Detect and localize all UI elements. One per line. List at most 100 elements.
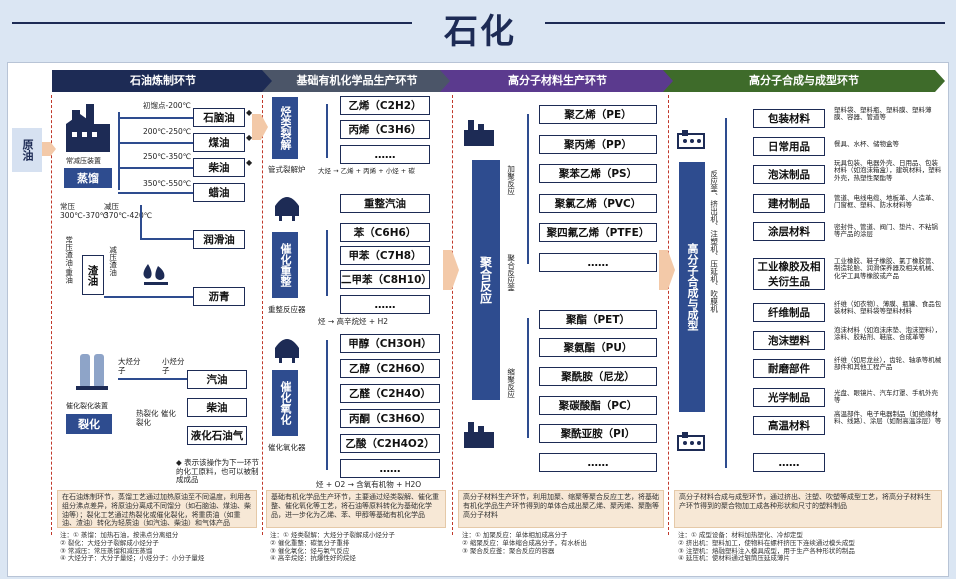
product-lubricant: 润滑油 — [193, 230, 245, 249]
oxidizer-icon — [275, 339, 299, 363]
forming-summary: 高分子材料合成与成型环节，通过挤出、注塑、吹塑等成型工艺，将高分子材料生产环节得… — [674, 490, 942, 528]
cond-poly-label: 缩聚反应 — [506, 368, 516, 398]
flow-line-asphalt — [104, 296, 193, 298]
oxy-methanol: 甲醇（CH3OH） — [340, 334, 440, 353]
polymer-note-3: ③ 聚合反应釜：聚合反应的容器 — [462, 546, 555, 555]
temp-2: 200℃-250℃ — [143, 127, 192, 136]
forming-label: 高分子合成与成型 — [686, 243, 699, 331]
add-poly-label: 加聚反应 — [506, 165, 516, 195]
use-product-wear: 耐磨部件 — [753, 359, 825, 378]
aromatic-benzene: 苯（C6H6） — [340, 223, 430, 242]
organic-note-4: ④ 高辛烷烃：抗爆性好的烷烃 — [270, 554, 356, 563]
polymer-note-2: ② 缩聚反应：单体缩合成高分子，有水析出 — [462, 538, 587, 547]
olefin-ethylene: 乙烯（C2H2） — [340, 96, 430, 115]
section-header-forming: 高分子合成与成型环节 — [663, 70, 945, 92]
refining-summary: 在石油炼制环节，蒸馏工艺通过加热原油至不同温度，利用各组分沸点差异，将原油分离成… — [57, 490, 257, 528]
section-header-polymer: 高分子材料生产环节 — [440, 70, 675, 92]
section-header-organic: 基础有机化学品生产环节 — [262, 70, 452, 92]
diamond-marker-3: ◆ — [246, 158, 253, 167]
flow-line-forming — [725, 118, 727, 468]
flow-line-lube — [140, 238, 193, 240]
title-rule-left — [12, 22, 412, 24]
cracking-unit-icon — [76, 354, 108, 390]
flow-line-distill — [118, 112, 120, 190]
polymerization-box: 聚合反应 — [472, 160, 500, 400]
crack-type-label: 热裂化 催化裂化 — [136, 409, 176, 427]
oxy-acetaldehyde: 乙醛（C2H4O） — [340, 384, 440, 403]
refining-note-3: ③ 常减压：常压蒸馏和减压蒸馏 — [60, 546, 153, 555]
use-product-high-temp: 高温材料 — [753, 416, 825, 435]
machine-icon-bottom — [677, 432, 705, 451]
small-mol-label: 小烃分子 — [162, 357, 185, 375]
flow-line-aromatic — [326, 230, 328, 296]
organic-notes: 注：① 烃类裂解：大烃分子裂解成小烃分子 ② 催化重整：碳氢分子重排 ③ 催化氧… — [270, 531, 450, 563]
refining-note-1: 注：① 蒸馏：加热石油，按沸点分离组分 — [60, 531, 179, 539]
use-product-fiber: 纤维制品 — [753, 303, 825, 322]
diamond-marker-1: ◆ — [246, 108, 253, 117]
organic-note-2: ② 催化重整：碳氢分子重排 — [270, 538, 350, 547]
use-desc-fiber: 纤维（如衣物）、薄膜、瓶罐、食品包装材料、塑料袋等塑料材料 — [834, 300, 942, 316]
process-cracking: 烃类裂解 — [272, 97, 298, 159]
process-cracking-label: 烃类裂解 — [279, 106, 292, 150]
crack-product-diesel: 柴油 — [187, 398, 247, 417]
add-product-ps: 聚苯乙烯（PS） — [539, 164, 657, 183]
refining-note-2: ② 裂化：大烃分子裂解成小烃分子 — [60, 538, 159, 547]
process-oxidation-label: 催化氧化 — [279, 381, 292, 425]
cracking-unit-label: 管式裂解炉 — [268, 165, 306, 174]
flow-line-t3 — [118, 167, 193, 169]
diamond-marker-2: ◆ — [246, 133, 253, 142]
oxid-equation: 烃 + O2 → 含氧有机物 + H2O — [316, 480, 422, 489]
use-product-building: 建材制品 — [753, 194, 825, 213]
use-desc-high-temp: 高温部件、电子电器制品（如绝缘材料、线路）、涂层（如耐高温涂层）等 — [834, 410, 942, 426]
use-desc-foam-plastic: 泡沫材料（如泡沫床垫、泡沫塑料），涂料、胶粘剂、鞋底、合成革等 — [834, 326, 942, 342]
flow-line-crack — [118, 378, 193, 380]
polymerization-label: 聚合反应 — [478, 256, 493, 304]
temp-4: 350℃-550℃ — [143, 179, 192, 188]
distill-box: 蒸馏 — [64, 168, 112, 188]
product-diesel: 柴油 — [193, 158, 245, 177]
flow-line-olefin — [326, 104, 328, 158]
residue-right-label: 减压渣油 — [108, 246, 118, 276]
add-product-pp: 聚丙烯（PP） — [539, 135, 657, 154]
use-product-optical: 光学制品 — [753, 388, 825, 407]
use-desc-packaging: 塑料袋、塑料瓶、塑料膜、塑料薄膜、容器、管道等 — [834, 106, 932, 122]
reform-gasoline: 重整汽油 — [340, 194, 430, 213]
divider-3 — [452, 95, 453, 535]
flow-line-oxygenate — [326, 340, 328, 470]
organic-note-3: ③ 催化氧化：烃与氧气反应 — [270, 546, 350, 555]
crack-unit-label: 催化裂化装置 — [66, 402, 108, 410]
flow-line-t1 — [118, 117, 193, 119]
cond-product-nylon: 聚酰胺（尼龙） — [539, 367, 657, 386]
residue-left-label: 常压渣油·重油 — [64, 236, 74, 284]
machine-icon-top — [677, 130, 705, 149]
flow-line-cond-poly — [527, 318, 529, 438]
cond-product-more: …… — [539, 453, 657, 472]
temp-3: 250℃-350℃ — [143, 152, 192, 161]
forming-note-4: ④ 延压机：使材料通过辊筒压延成薄片 — [678, 554, 790, 563]
forming-note-2: ② 挤出机：塑料加工，使物料在螺杆挤压下连续通过模头成型 — [678, 538, 855, 547]
reforming-unit-label: 重整反应器 — [268, 305, 306, 314]
product-naphtha: 石脑油 — [193, 108, 245, 127]
use-desc-daily: 餐具、水杯、储物盒等 — [834, 140, 899, 148]
reform-equation: 烃 → 高辛烷烃 + H2 — [318, 317, 389, 326]
crack-product-gasoline: 汽油 — [187, 370, 247, 389]
add-product-ptfe: 聚四氟乙烯（PTFE） — [539, 223, 657, 242]
poly-reactor-label: 聚合反应釜 — [506, 254, 516, 292]
use-desc-coating: 密封件、管道、阀门、垫片、不粘锅等产品的涂层 — [834, 223, 938, 239]
use-desc-building: 管道、电线电缆、地板革、人造革、门窗框、塑料、防水材料等 — [834, 194, 938, 210]
use-product-foam: 泡沫制品 — [753, 165, 825, 184]
page-title: 石化 — [444, 12, 516, 52]
title-rule-right — [545, 22, 945, 24]
factory-icon-top — [464, 120, 494, 146]
oxy-acetic-acid: 乙酸（C2H4O2） — [340, 434, 440, 453]
crack-box: 裂化 — [66, 414, 112, 434]
use-desc-foam: 玩具包装、电器外壳、日用品、包装材料（如泡沫箱盒），建筑材料，塑料外壳，热塑性聚… — [834, 159, 942, 182]
residue-label: 渣油 — [86, 264, 99, 286]
vac-pressure-label: 减压 370℃-420℃ — [104, 202, 153, 220]
crude-oil-box: 原油 — [12, 128, 42, 172]
oxy-ethanol: 乙醇（C2H6O） — [340, 359, 440, 378]
section-header-refining: 石油炼制环节 — [52, 70, 274, 92]
flow-line-t4 — [118, 192, 193, 194]
distillation-tower-icon — [66, 104, 110, 152]
